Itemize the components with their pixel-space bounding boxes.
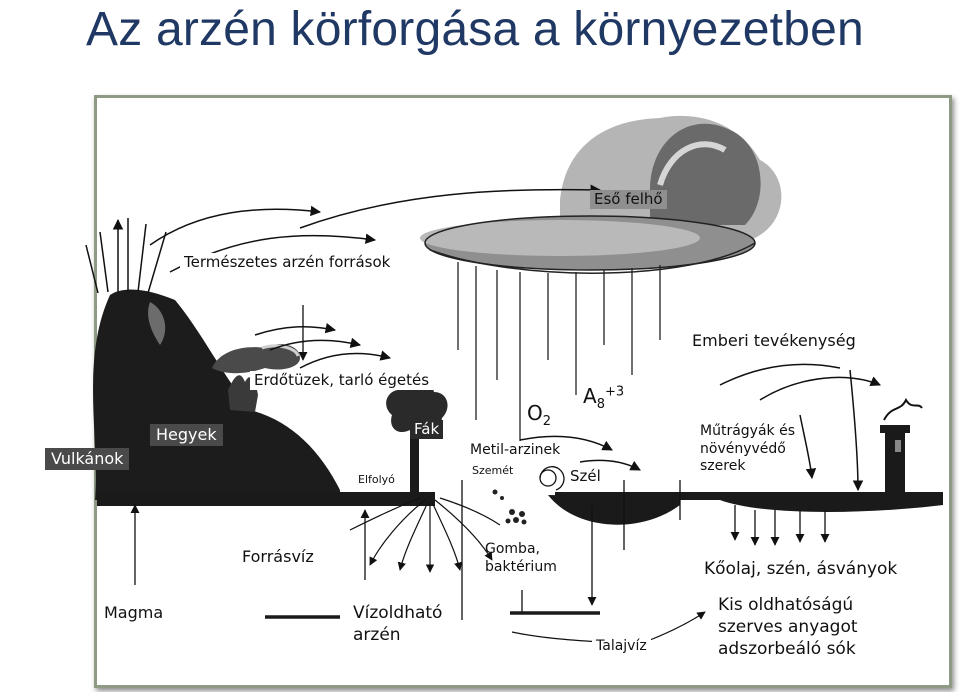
label-volcanoes: Vulkánok: [45, 448, 130, 471]
label-magma: Magma: [100, 603, 168, 624]
label-spring-water: Forrásvíz: [238, 547, 318, 568]
wind-swirl: [539, 466, 565, 491]
ground: [97, 492, 943, 525]
label-soluble-arsenic: Vízoldható arzén: [349, 601, 447, 648]
label-oil-coal: Kőolaj, szén, ásványok: [700, 559, 902, 581]
label-human-activity: Emberi tevékenység: [688, 331, 860, 352]
label-natural-sources: Természetes arzén források: [180, 253, 395, 273]
label-groundwater: Talajvíz: [592, 637, 651, 656]
factory: [880, 397, 923, 492]
label-oxygen: O2: [527, 401, 552, 429]
eruption-lines: [85, 218, 167, 294]
volcano: [93, 289, 340, 500]
label-forest-fires: Erdőtüzek, tarló égetés: [250, 371, 434, 391]
label-methyl-arsenic: Metil-arzinek: [466, 441, 565, 460]
label-river: Elfolyó: [358, 473, 395, 486]
label-trees: Fák: [410, 420, 444, 440]
fire-arrows: [254, 323, 392, 369]
middle-arrows: [519, 435, 641, 471]
label-low-solubility-salts: Kis oldhatóságú szerves anyagot adszorbe…: [714, 593, 862, 662]
label-mountains: Hegyek: [150, 424, 223, 447]
label-arsenic-ion: A8+3: [583, 384, 625, 412]
page-title: Az arzén körforgása a környezetben: [86, 3, 864, 56]
human-activity-arrows: [719, 363, 881, 492]
vertical-lines: [130, 305, 830, 620]
strata-bars: [265, 611, 600, 619]
label-fungi-bacteria: Gomba, baktérium: [485, 541, 557, 576]
smoke: [212, 344, 300, 374]
label-fertilizers: Műtrágyák és növényvédő szerek: [700, 423, 795, 474]
label-rain-cloud: Eső felhő: [590, 190, 667, 210]
groundwater-line: [511, 611, 706, 643]
rain-lines: [457, 262, 661, 455]
spring-fan: [349, 497, 501, 573]
label-wind: Szél: [566, 467, 605, 487]
fungi-dots: [492, 489, 527, 525]
label-waste: Szemét: [472, 464, 514, 477]
